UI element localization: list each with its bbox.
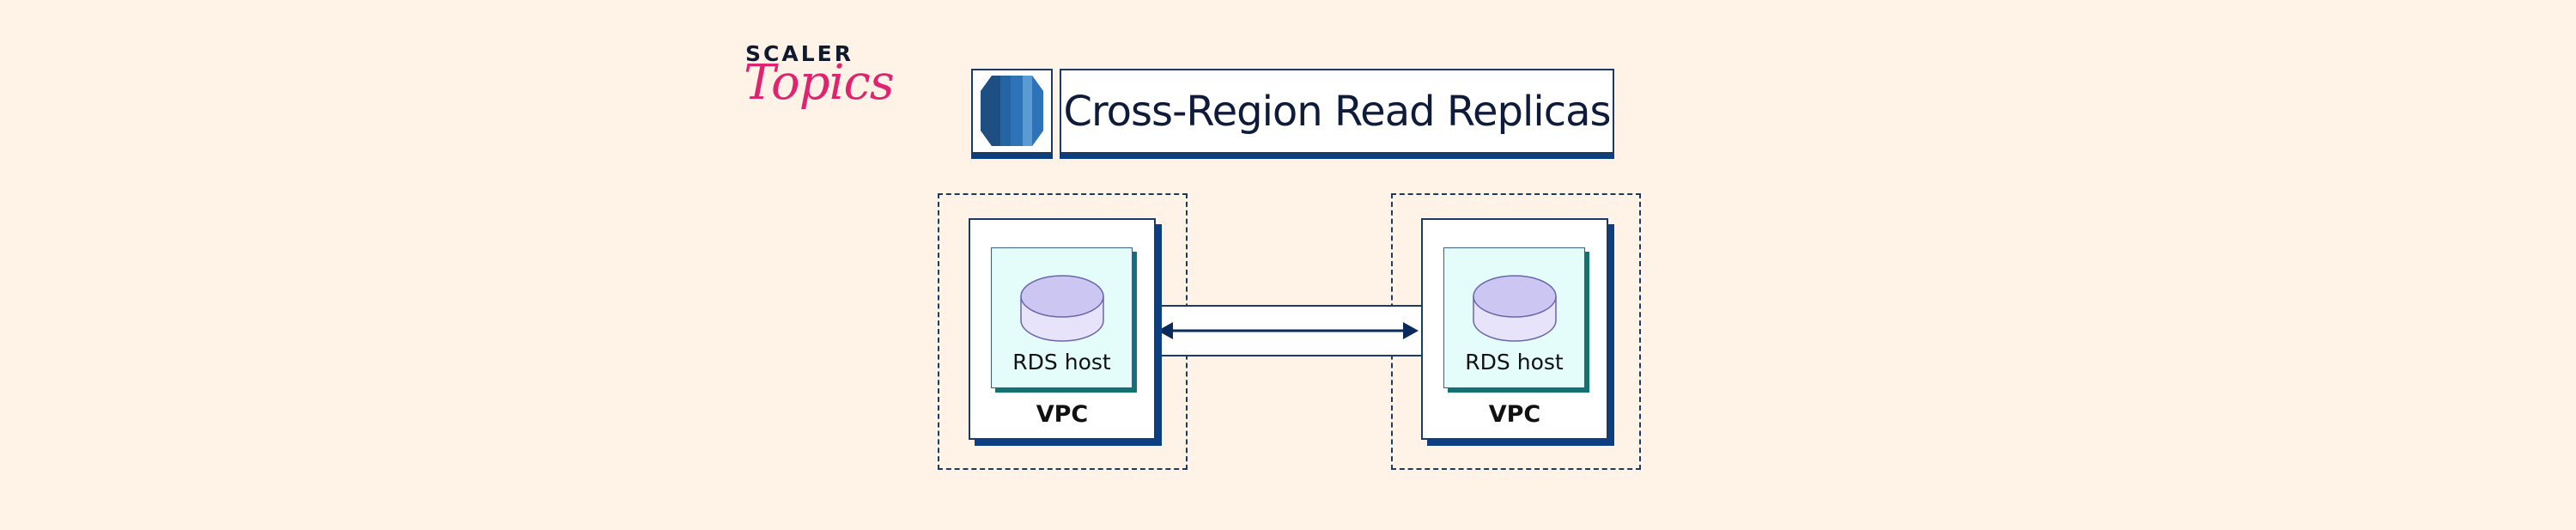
vpc-box-left: RDS host VPC [969,218,1156,440]
bidirectional-arrow-icon [1157,322,1419,339]
database-icon [1473,275,1557,342]
rds-host-label: RDS host [1465,350,1564,375]
database-icon [1020,275,1104,342]
vpc-label: VPC [1488,401,1541,428]
aws-rds-icon [981,76,1043,146]
rds-host-right: RDS host [1443,247,1585,388]
rds-host-left: RDS host [991,247,1133,388]
vpc-box-right: RDS host VPC [1421,218,1608,440]
aws-rds-icon-box [971,69,1053,154]
logo-topics-text: Topics [744,55,895,111]
rds-host-label: RDS host [1012,350,1111,375]
replication-connector [1154,305,1422,356]
vpc-label: VPC [1036,401,1089,428]
logo-scaler-text: SCALER [745,41,854,66]
page-title: Cross-Region Read Replicas [1060,69,1614,154]
